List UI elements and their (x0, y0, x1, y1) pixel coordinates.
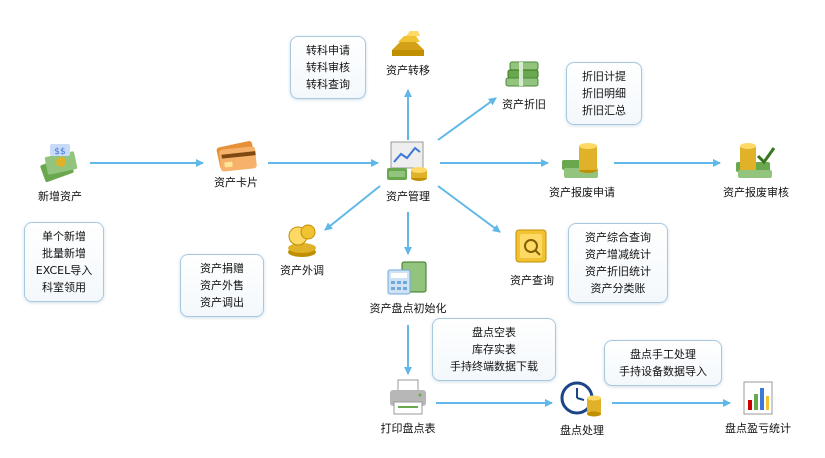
node-print-inventory[interactable]: 打印盘点表 (370, 378, 446, 436)
node-asset-management[interactable]: 资产管理 (372, 140, 444, 204)
external-option-donate[interactable]: 资产捐赠 (200, 262, 244, 275)
coins-cash-icon (562, 143, 598, 178)
node-depreciation[interactable]: 资产折旧 (492, 58, 556, 112)
depreciation-option-summary[interactable]: 折旧汇总 (582, 104, 626, 117)
inventory-init-options-box: 盘点空表 库存实表 手持终端数据下载 (432, 318, 556, 381)
external-options-box: 资产捐赠 资产外售 资产调出 (180, 254, 264, 317)
depreciation-option-accrual[interactable]: 折旧计提 (582, 70, 626, 83)
transfer-option-query[interactable]: 转科查询 (306, 78, 350, 91)
depreciation-options-box: 折旧计提 折旧明细 折旧汇总 (566, 62, 642, 125)
new-asset-option-excel[interactable]: EXCEL导入 (35, 264, 93, 277)
new-asset-option-dept[interactable]: 科室领用 (42, 281, 86, 294)
inventory-process-label: 盘点处理 (560, 424, 604, 437)
new-asset-label: 新增资产 (38, 190, 82, 203)
node-external-transfer[interactable]: 资产外调 (270, 220, 334, 278)
asset-card-label: 资产卡片 (214, 176, 258, 189)
depreciation-label: 资产折旧 (502, 98, 546, 111)
query-option-change[interactable]: 资产增减统计 (585, 248, 651, 261)
printer-icon (390, 379, 426, 415)
node-asset-query[interactable]: 资产查询 (500, 226, 564, 288)
node-scrap-apply[interactable]: 资产报废申请 (540, 140, 624, 200)
query-options-box: 资产综合查询 资产增减统计 资产折旧统计 资产分类账 (568, 223, 668, 303)
scrap-review-label: 资产报废审核 (723, 186, 789, 199)
gold-bars-icon (392, 31, 424, 56)
node-asset-transfer[interactable]: 资产转移 (376, 28, 440, 78)
external-option-sell[interactable]: 资产外售 (200, 279, 244, 292)
cash-bundles-icon (505, 61, 539, 87)
asset-transfer-label: 资产转移 (386, 64, 430, 77)
node-inventory-process[interactable]: 盘点处理 (546, 378, 618, 438)
init-option-stock-sheet[interactable]: 库存实表 (472, 343, 516, 356)
new-asset-option-batch[interactable]: 批量新增 (42, 247, 86, 260)
arrow-management-to-external (324, 185, 381, 231)
query-option-depreciation[interactable]: 资产折旧统计 (585, 265, 651, 278)
clock-coins-icon (560, 381, 601, 417)
asset-query-label: 资产查询 (510, 274, 554, 287)
safe-search-icon (515, 229, 547, 263)
transfer-options-box: 转科申请 转科审核 转科查询 (290, 36, 366, 99)
process-option-manual[interactable]: 盘点手工处理 (630, 348, 696, 361)
coins-approve-icon (736, 143, 776, 178)
external-option-out[interactable]: 资产调出 (200, 296, 244, 309)
inventory-init-label: 资产盘点初始化 (369, 302, 447, 315)
node-scrap-review[interactable]: 资产报废审核 (714, 140, 798, 200)
node-inventory-init[interactable]: 资产盘点初始化 (360, 258, 456, 316)
node-inventory-stats[interactable]: 盘点盈亏统计 (716, 378, 800, 436)
node-new-asset: $$ 新增资产 (28, 140, 92, 204)
gold-coins-icon (288, 224, 316, 257)
bar-chart-icon (743, 381, 773, 415)
transfer-option-review[interactable]: 转科审核 (306, 61, 350, 74)
new-asset-option-single[interactable]: 单个新增 (42, 230, 86, 243)
inventory-stats-label: 盘点盈亏统计 (725, 422, 791, 435)
init-option-handheld-download[interactable]: 手持终端数据下载 (450, 360, 538, 373)
svg-text:$$: $$ (54, 147, 65, 157)
calculator-folder-icon (387, 261, 427, 295)
management-chart-icon (387, 141, 427, 181)
depreciation-option-detail[interactable]: 折旧明细 (582, 87, 626, 100)
init-option-empty-sheet[interactable]: 盘点空表 (472, 326, 516, 339)
query-option-ledger[interactable]: 资产分类账 (590, 282, 646, 295)
node-asset-card[interactable]: 资产卡片 (204, 140, 268, 190)
external-transfer-label: 资产外调 (280, 264, 324, 277)
transfer-option-apply[interactable]: 转科申请 (306, 44, 350, 57)
arrow-management-to-depreciation (437, 97, 497, 141)
scrap-apply-label: 资产报废申请 (549, 186, 615, 199)
credit-card-icon (216, 141, 257, 172)
query-option-general[interactable]: 资产综合查询 (585, 231, 651, 244)
process-option-handheld-import[interactable]: 手持设备数据导入 (619, 365, 707, 378)
new-asset-options-box: 单个新增 批量新增 EXCEL导入 科室领用 (24, 222, 104, 302)
arrow-management-to-query (437, 185, 501, 233)
inventory-process-options-box: 盘点手工处理 手持设备数据导入 (604, 340, 722, 386)
asset-management-label: 资产管理 (386, 190, 430, 203)
money-stack-icon: $$ (40, 144, 78, 183)
print-inventory-label: 打印盘点表 (380, 422, 436, 435)
